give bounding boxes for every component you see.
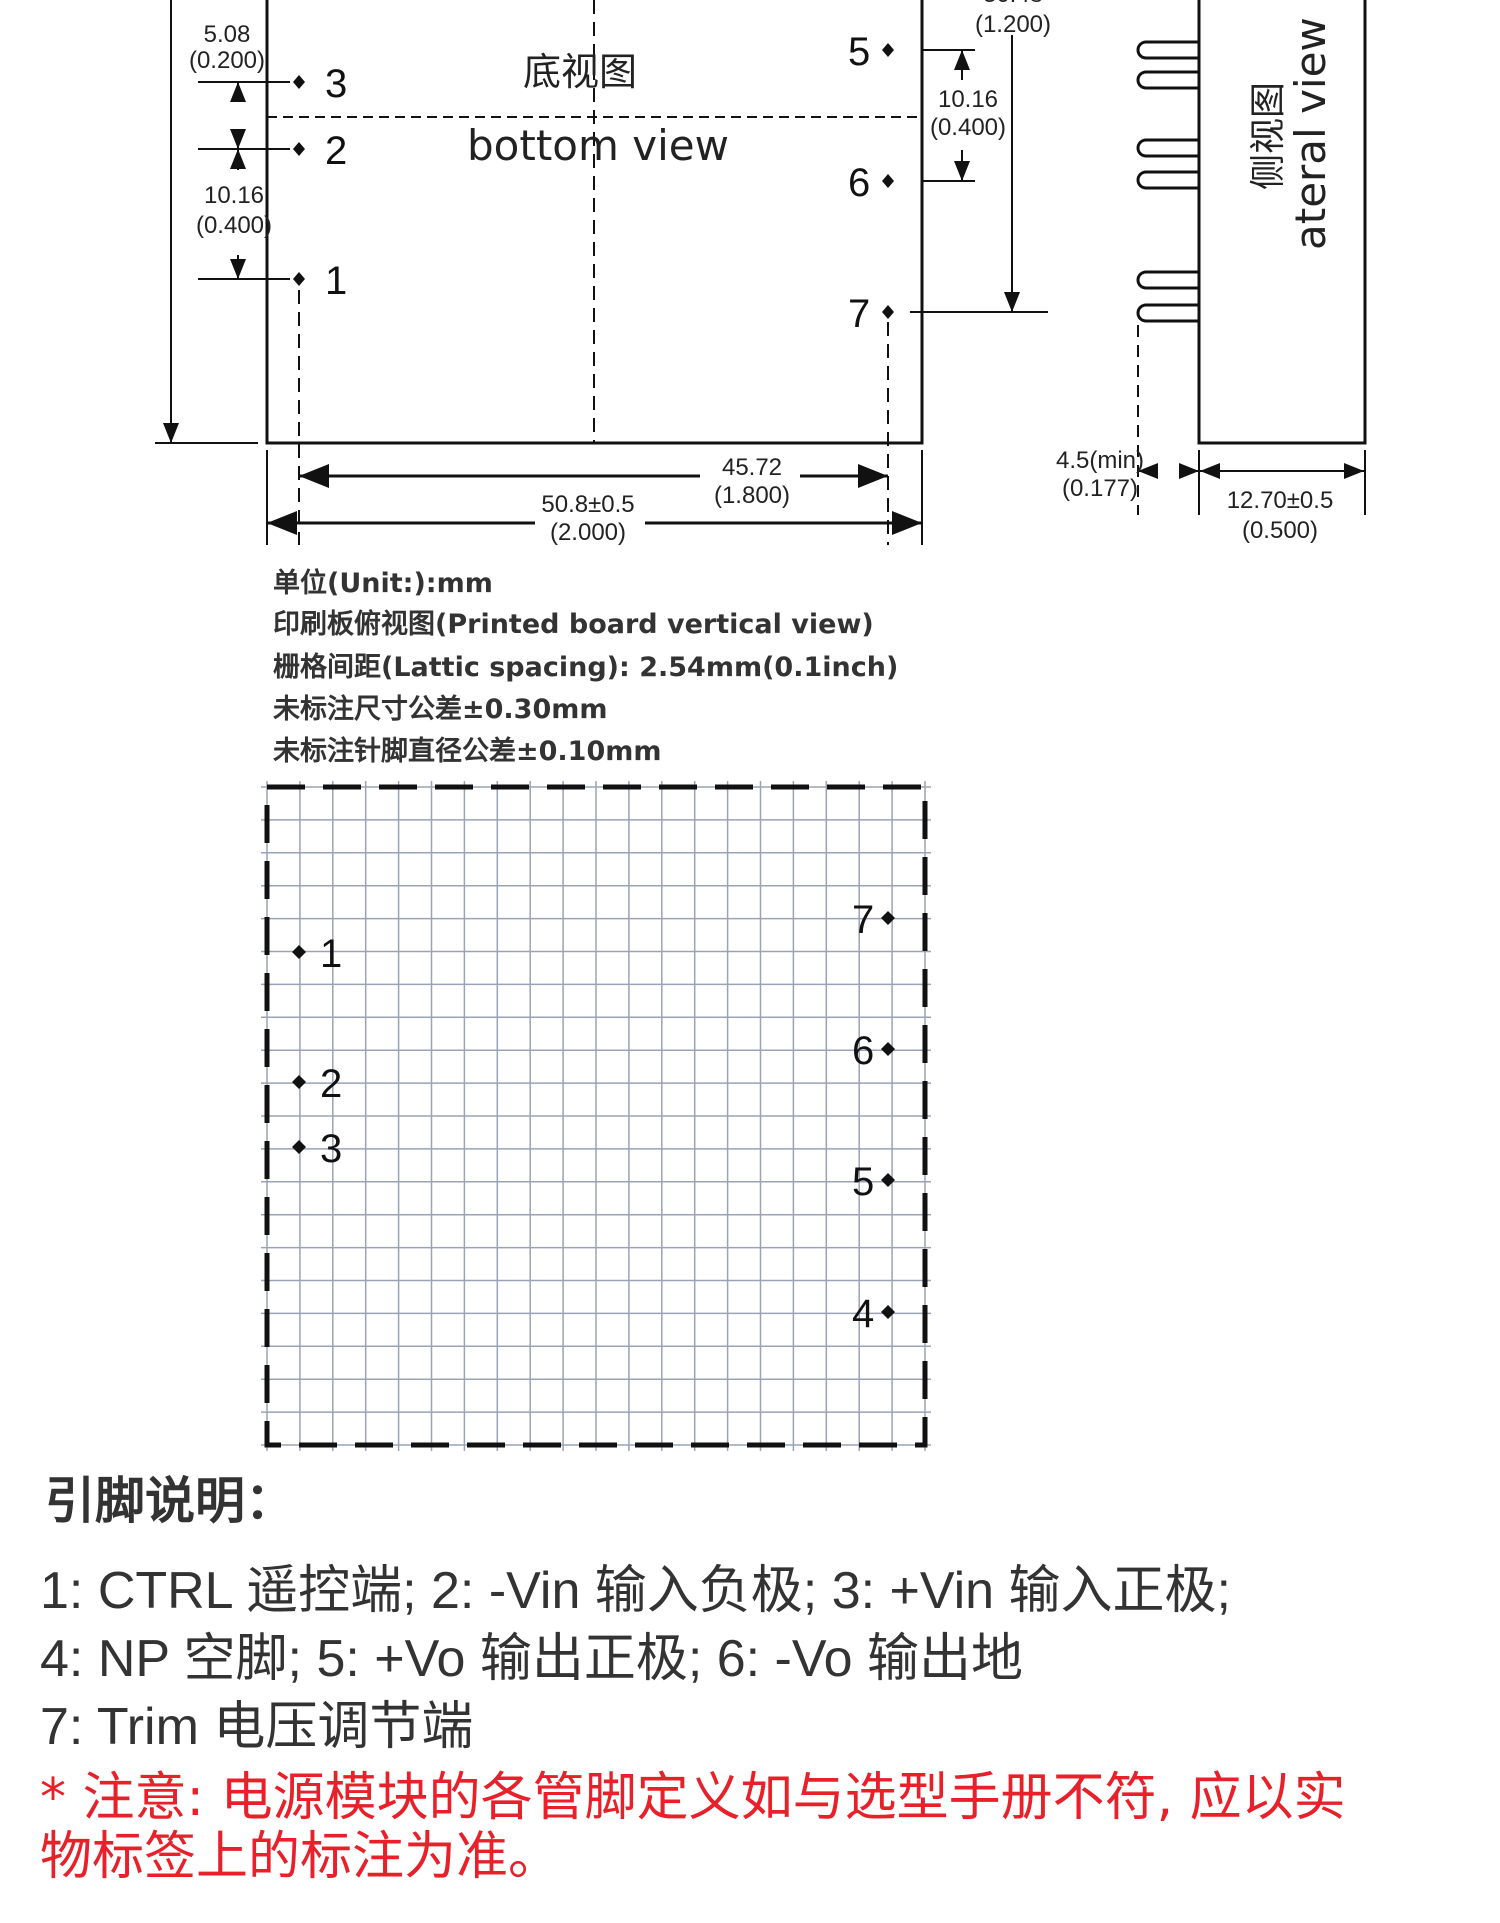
- pin-label: 6: [852, 1029, 874, 1073]
- pin-label: 6: [848, 161, 870, 205]
- note-line: 未标注针脚直径公差±0.10mm: [273, 735, 662, 767]
- warning-line: 物标签上的标注为准。: [40, 1827, 560, 1887]
- pin-label: 3: [320, 1127, 342, 1171]
- pcb-grid: [261, 781, 931, 1451]
- dim-label: (0.400): [930, 114, 1006, 141]
- dim-label: (0.200): [189, 47, 265, 74]
- dim-label: 30.48: [983, 0, 1043, 8]
- pin-description-heading: 引脚说明：: [45, 1472, 295, 1530]
- pcb-pins: 1 2 3 4 5 6 7: [292, 898, 895, 1336]
- dim-label: (0.400): [196, 212, 272, 239]
- bottom-view-pins: 1 2 3 5 6 7: [293, 30, 894, 336]
- warning-line: * 注意: 电源模块的各管脚定义如与选型手册不符, 应以实: [40, 1768, 1346, 1828]
- pin-marker: [292, 911, 895, 1319]
- dim-label: 45.72: [722, 454, 782, 481]
- dim-label: 10.16: [938, 86, 998, 113]
- pin-label: 5: [848, 30, 870, 74]
- side-view: [1136, 0, 1367, 515]
- pin-label: 1: [320, 932, 342, 976]
- note-line: 栅格间距(Lattic spacing): 2.54mm(0.1inch): [273, 652, 898, 683]
- bottom-view-title-en: bottom view: [467, 121, 729, 170]
- pin-description-line: 4: NP 空脚; 5: +Vo 输出正极; 6: -Vo 输出地: [40, 1630, 1023, 1688]
- pin-label: 3: [325, 62, 347, 106]
- bottom-view: [155, 0, 1048, 545]
- side-view-title-en: ateral view: [1286, 17, 1335, 250]
- dim-label: 4.5(min): [1056, 447, 1144, 474]
- bottom-view-title-cn: 底视图: [523, 50, 637, 94]
- pin-label: 2: [325, 129, 347, 173]
- dim-label: 10.16: [204, 182, 264, 209]
- pin-label: 1: [325, 259, 347, 303]
- pin-description-line: 7: Trim 电压调节端: [40, 1698, 473, 1756]
- note-line: 单位(Unit:):mm: [273, 567, 493, 599]
- dim-label: 50.8±0.5: [541, 491, 634, 518]
- pin-label: 2: [320, 1062, 342, 1106]
- pin-label: 4: [852, 1292, 874, 1336]
- pin-label: 7: [848, 292, 870, 336]
- pin-label: 7: [852, 898, 874, 942]
- pin-label: 5: [852, 1160, 874, 1204]
- dim-label: (1.800): [714, 482, 790, 509]
- pin-description-line: 1: CTRL 遥控端; 2: -Vin 输入负极; 3: +Vin 输入正极;: [40, 1562, 1231, 1620]
- dim-label: 5.08: [204, 21, 251, 48]
- dim-label: 12.70±0.5: [1227, 487, 1334, 514]
- dim-label: (0.177): [1062, 475, 1138, 502]
- notes: 单位(Unit:):mm 印刷板俯视图(Printed board vertic…: [273, 567, 898, 767]
- pcb-outline: [264, 784, 928, 1448]
- dim-label: (0.500): [1242, 517, 1318, 544]
- note-line: 未标注尺寸公差±0.30mm: [273, 693, 608, 725]
- dim-label: (1.200): [975, 11, 1051, 38]
- side-view-title-cn: 侧视图: [1248, 82, 1289, 190]
- note-line: 印刷板俯视图(Printed board vertical view): [273, 608, 874, 640]
- dim-label: (2.000): [550, 519, 626, 546]
